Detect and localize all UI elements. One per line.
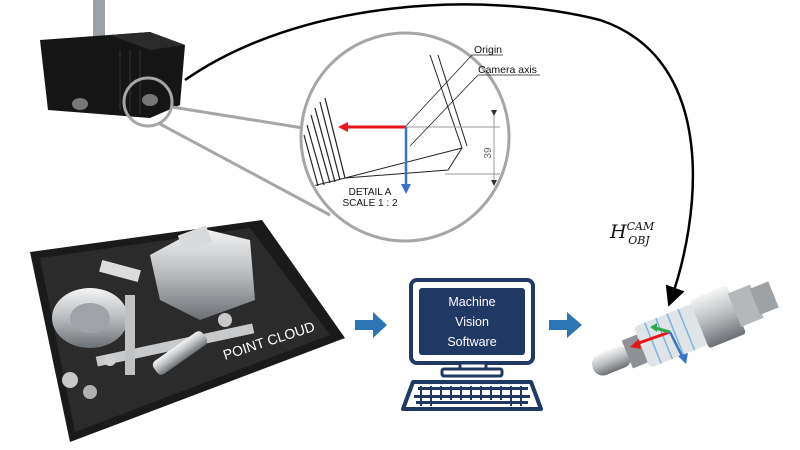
detail-title: DETAIL A [349, 187, 392, 198]
object-z-axis [668, 331, 685, 359]
detail-connector-line [171, 105, 304, 130]
detail-marker-circle [122, 76, 174, 128]
monitor-screen [419, 288, 525, 355]
software-label-line2: Vision [455, 315, 489, 329]
lens-icon [142, 94, 158, 106]
object-x-axis [635, 330, 671, 346]
spark-plug-model [591, 281, 779, 376]
software-label-line1: Machine [448, 295, 495, 309]
camera-axis-leader [409, 74, 479, 147]
lens-icon [72, 98, 88, 110]
camera-axis-label: Camera axis [478, 64, 537, 76]
detail-scale: SCALE 1 : 2 [342, 198, 397, 209]
flow-arrow-icon [355, 312, 387, 338]
point-cloud-image: POINT CLOUD [30, 220, 345, 442]
flow-arrow-icon [549, 312, 582, 338]
detail-connector-line [159, 122, 331, 217]
origin-label: Origin [474, 44, 502, 56]
camera-mount-pole [93, 0, 105, 42]
object-y-axis [654, 326, 671, 334]
camera [40, 0, 185, 118]
origin-leader [405, 54, 473, 127]
transform-arrow [184, 3, 695, 307]
software-label-line3: Software [447, 335, 496, 349]
computer-icon: Machine Vision Software [401, 278, 543, 411]
dimension-label: 39 [483, 147, 494, 159]
detail-view: 39 Origin Camera axis DETAIL A SCALE 1 :… [299, 31, 540, 243]
